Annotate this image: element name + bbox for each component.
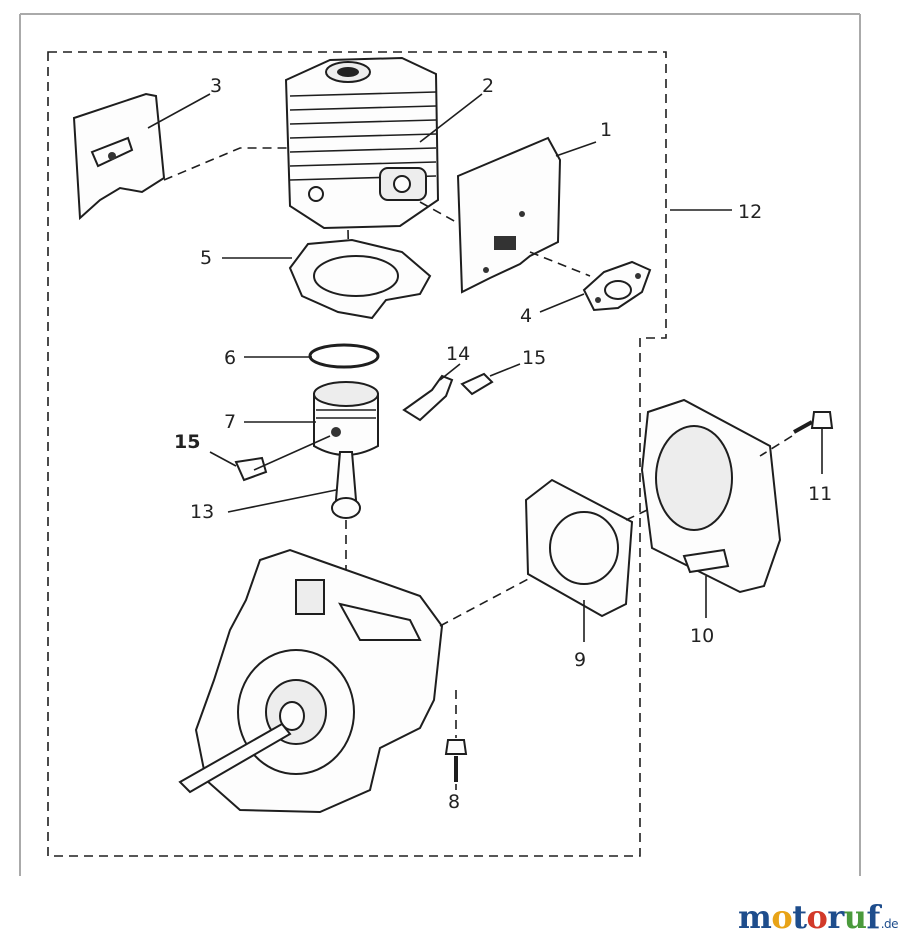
part-15-clip-left xyxy=(234,456,268,482)
callout-1: 1 xyxy=(600,119,612,141)
outer-frame xyxy=(19,13,861,876)
callout-6: 6 xyxy=(224,347,236,369)
part-3-heat-shield xyxy=(72,92,288,221)
part-9-intake-gasket xyxy=(524,478,661,618)
logo-letter: m xyxy=(738,898,772,936)
logo-letter: u xyxy=(843,898,867,936)
logo-wordmark: motoruf xyxy=(738,898,880,936)
logo-suffix: .de xyxy=(880,917,899,931)
callout-11: 11 xyxy=(808,483,832,505)
callout-leaders xyxy=(147,93,823,790)
callout-labels: 1 2 3 4 5 6 7 8 9 10 11 12 13 14 15 15 xyxy=(174,75,832,813)
callout-2: 2 xyxy=(482,75,494,97)
callout-12: 12 xyxy=(738,201,762,223)
part-2-cylinder xyxy=(284,56,440,321)
logo-letter: o xyxy=(771,898,793,936)
callout-10: 10 xyxy=(690,625,714,647)
part-11-screw xyxy=(759,411,834,457)
logo-letter: t xyxy=(792,898,807,936)
part-14-spark-pin xyxy=(402,372,494,422)
logo-letter: o xyxy=(806,898,828,936)
logo-letter: r xyxy=(827,898,844,936)
part-8-bolt xyxy=(444,690,468,782)
callout-4: 4 xyxy=(520,305,532,327)
callout-15-left: 15 xyxy=(174,431,200,453)
part-1-gasket-plate xyxy=(419,136,591,294)
callout-13: 13 xyxy=(190,501,214,523)
assembly-boundary xyxy=(47,51,667,857)
part-7-piston xyxy=(313,381,379,456)
callout-15-right: 15 xyxy=(522,347,546,369)
logo-letter: f xyxy=(866,898,880,936)
part-6-piston-ring xyxy=(308,343,380,369)
motoruf-logo: motoruf.de xyxy=(738,898,899,936)
callout-5: 5 xyxy=(200,247,212,269)
callout-14: 14 xyxy=(446,343,470,365)
callout-3: 3 xyxy=(210,75,222,97)
part-10-filter-housing xyxy=(640,398,782,594)
part-4-flange-gasket xyxy=(582,260,652,312)
callout-9: 9 xyxy=(574,649,586,671)
crankcase xyxy=(178,548,531,814)
part-5-base-gasket xyxy=(288,238,432,320)
callout-8: 8 xyxy=(448,791,460,813)
part-13-connecting-rod xyxy=(331,451,361,580)
callout-7: 7 xyxy=(224,411,236,433)
